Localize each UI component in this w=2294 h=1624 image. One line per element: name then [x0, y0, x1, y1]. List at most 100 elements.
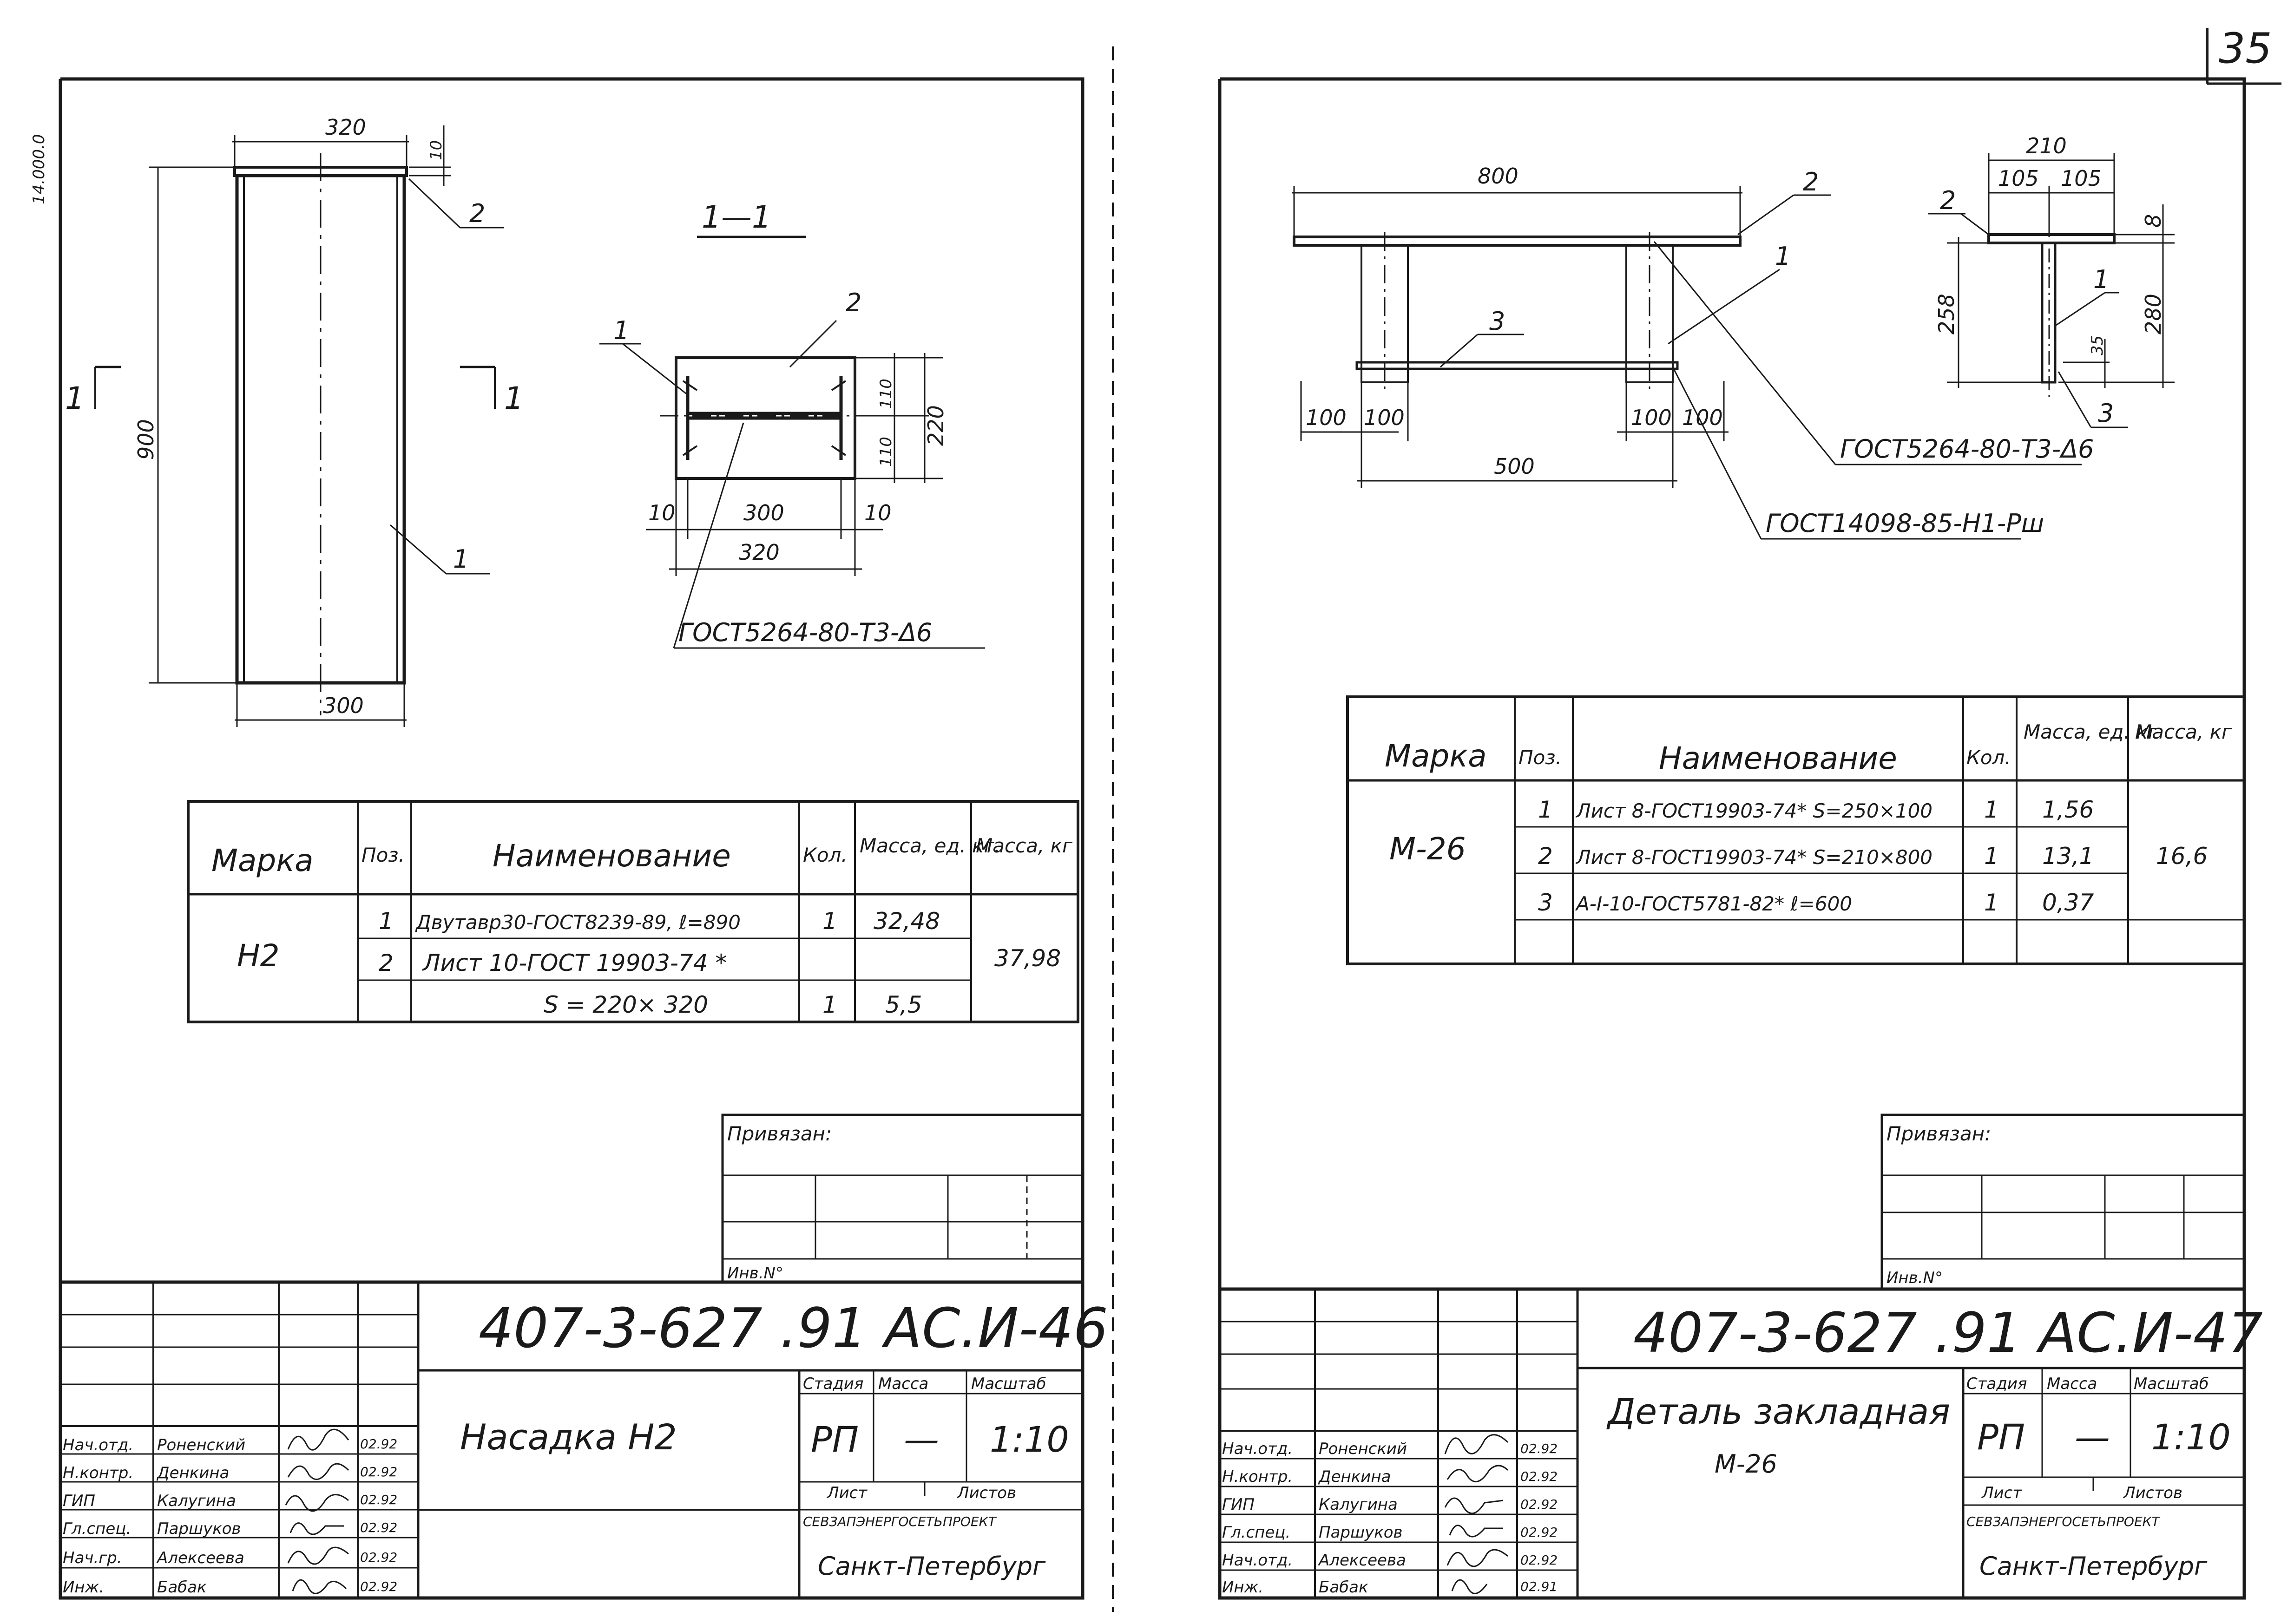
signature-icon	[287, 1463, 349, 1480]
weld-note: ГОСТ5264-80-Т3-Δ6	[678, 618, 933, 647]
stage-label: Стадия	[1966, 1375, 2027, 1393]
signature-icon	[1446, 1549, 1508, 1567]
doc-code: 407-3-627 .91 АС.И-47	[1633, 1301, 2263, 1365]
th-pos: Поз.	[1518, 746, 1562, 769]
binding-label: Привязан:	[1886, 1122, 1991, 1145]
sheets-label: Листов	[2123, 1484, 2182, 1502]
dim-100-b: 100	[1364, 405, 1405, 430]
stage-value: РП	[1977, 1416, 2025, 1458]
signer-name: Алексеева	[156, 1549, 244, 1567]
binding-stamp-right: Привязан: Инв.N°	[1880, 1113, 2246, 1290]
signer-date: 02.92	[1520, 1441, 1558, 1456]
front-callout-2: 2	[1803, 167, 1819, 196]
title-block-left: 407-3-627 .91 АС.И-46 Насадка Н2 Стадия …	[59, 1280, 1108, 1600]
signature-icon	[1444, 1434, 1509, 1454]
signature-icon	[287, 1428, 349, 1451]
front-callout-1: 1	[1775, 242, 1791, 271]
sheet-title-line1: Деталь закладная	[1606, 1391, 1950, 1432]
stage-value: РП	[811, 1419, 859, 1460]
elevation-view: 320 10 900 300 2 1 1	[65, 115, 524, 727]
mass-label: Масса	[2047, 1375, 2097, 1393]
signer-date: 02.91	[1520, 1579, 1558, 1594]
signer-name: Роненский	[157, 1436, 245, 1454]
signer-name: Денкина	[1318, 1467, 1391, 1486]
row1-mass-unit: 32,48	[874, 908, 940, 935]
row2-pos: 2	[1538, 843, 1553, 870]
th-mark: Марка	[211, 843, 314, 878]
row1-mass-unit: 1,56	[2042, 796, 2094, 823]
scale-value: 1:10	[990, 1419, 1069, 1460]
row3-qty: 1	[1984, 889, 1999, 916]
dim-10-left: 10	[648, 500, 676, 525]
dim-105-b: 105	[2061, 166, 2102, 191]
signer-date: 02.92	[360, 1579, 397, 1594]
spec-table-left: Марка Поз. Наименование Кол. Масса, ед. …	[187, 800, 1079, 1023]
signature-icon	[285, 1494, 349, 1512]
row1-qty: 1	[1984, 796, 1999, 823]
th-qty: Кол.	[1966, 746, 2011, 769]
mass-value: —	[904, 1419, 939, 1460]
spec-table-right: Марка Поз. Наименование Кол. Масса, ед. …	[1346, 695, 2246, 965]
binding-label: Привязан:	[727, 1122, 832, 1145]
dim-height: 900	[133, 419, 158, 460]
signer-date: 02.92	[360, 1520, 397, 1535]
th-mass: Масса, кг	[976, 834, 1073, 857]
page-number: 35	[2219, 24, 2272, 73]
row1-pos: 1	[379, 908, 394, 935]
city-name: Санкт-Петербург	[1979, 1552, 2208, 1581]
dim-top-width: 320	[325, 115, 366, 140]
dim-thickness: 10	[427, 140, 446, 160]
edge-text: 14.000.0	[30, 134, 48, 204]
signature-icon	[289, 1522, 344, 1535]
inv-label: Инв.N°	[727, 1264, 783, 1283]
signature-icon	[1451, 1579, 1488, 1594]
signer-role: ГИП	[63, 1492, 95, 1510]
stage-label: Стадия	[803, 1375, 863, 1393]
inv-label: Инв.N°	[1886, 1269, 1943, 1287]
row3-pos: 3	[1538, 889, 1553, 916]
dim-258: 258	[1934, 294, 1959, 334]
signer-role: Гл.спец.	[63, 1519, 131, 1538]
row3-name: S = 220× 320	[544, 991, 708, 1018]
callout-2: 2	[469, 199, 485, 228]
signer-name: Калугина	[157, 1492, 236, 1510]
signer-date: 02.92	[360, 1436, 397, 1452]
org-name: СЕВЗАПЭНЕРГОСЕТЬПРОЕКТ	[1966, 1514, 2161, 1529]
signer-role: Нач.отд.	[1222, 1440, 1293, 1458]
section-mark-right: 1	[504, 380, 524, 416]
dim-8: 8	[2141, 214, 2166, 228]
signer-date: 02.92	[1520, 1552, 1558, 1568]
sheet-title: Насадка Н2	[460, 1416, 677, 1458]
signer-role: Инж.	[63, 1578, 104, 1597]
signer-name: Бабак	[157, 1578, 207, 1597]
row1-name: Лист 8-ГОСТ19903-74* S=250×100	[1575, 799, 1932, 822]
signer-name: Паршуков	[157, 1519, 241, 1538]
section-callout-2: 2	[846, 288, 861, 317]
row3-mass-unit: 5,5	[885, 991, 922, 1018]
th-name: Наименование	[493, 838, 731, 874]
mass-value: —	[2075, 1416, 2110, 1458]
callout-1: 1	[453, 544, 469, 574]
signer-role: Н.контр.	[63, 1464, 133, 1482]
weld-note-1: ГОСТ5264-80-Т3-Δ6	[1840, 434, 2094, 464]
signature-icon	[287, 1546, 349, 1565]
title-block-right: 407-3-627 .91 АС.И-47 Деталь закладная М…	[1220, 1287, 2263, 1598]
signature-icon	[1449, 1525, 1503, 1538]
signer-role: Нач.отд.	[1222, 1551, 1293, 1570]
dim-210: 210	[2026, 133, 2067, 158]
signature-icon	[292, 1579, 347, 1594]
dim-bottom-width: 300	[323, 693, 364, 718]
signer-name: Бабак	[1319, 1578, 1368, 1597]
sheet-label: Лист	[1981, 1484, 2022, 1502]
side-callout-3: 3	[2098, 399, 2114, 428]
signer-date: 02.92	[360, 1464, 397, 1480]
cell-mark: М-26	[1389, 831, 1466, 867]
row1-qty: 1	[822, 908, 837, 935]
scale-label: Масштаб	[971, 1375, 1046, 1393]
dim-110-bottom: 110	[877, 437, 895, 467]
side-view: 210 105 105 8 280 35 258 2 1	[1928, 133, 2175, 428]
row1-name: Двутавр30-ГОСТ8239-89, ℓ=890	[415, 911, 741, 934]
dim-100-d: 100	[1682, 405, 1723, 430]
cell-mass-total: 37,98	[994, 945, 1061, 972]
